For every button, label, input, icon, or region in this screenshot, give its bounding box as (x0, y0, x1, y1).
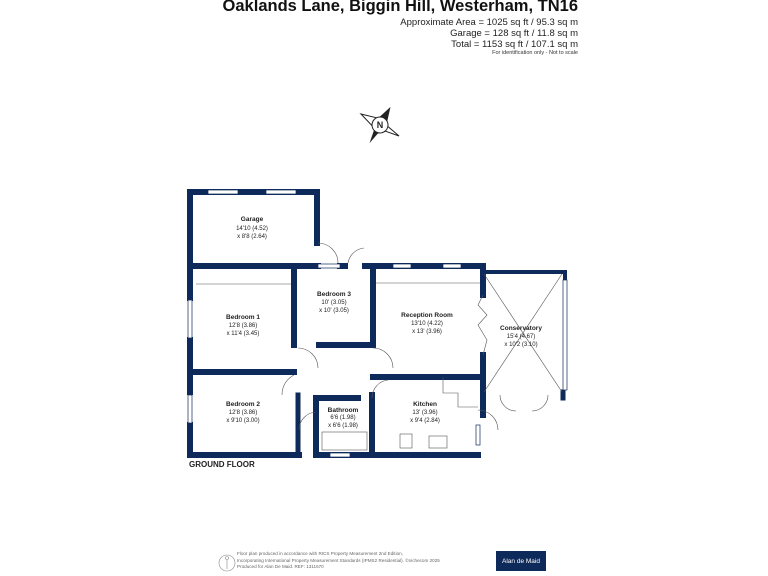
svg-text:13'10 (4.22): 13'10 (4.22) (411, 321, 443, 327)
room-name: Bathroom (328, 407, 359, 414)
total-area: Total = 1153 sq ft / 107.1 sq m (451, 39, 578, 50)
approx-area: Approximate Area = 1025 sq ft / 95.3 sq … (400, 17, 578, 28)
svg-text:x 9'4 (2.84): x 9'4 (2.84) (410, 418, 440, 424)
room-name: Conservatory (500, 325, 542, 332)
svg-text:12'8 (3.86): 12'8 (3.86) (229, 410, 258, 416)
svg-text:x 11'4 (3.45): x 11'4 (3.45) (227, 331, 260, 337)
svg-text:12'8 (3.86): 12'8 (3.86) (229, 323, 258, 329)
footer-text: Floor plan produced in accordance with R… (237, 551, 440, 569)
room-labels: Garage 14'10 (4.52) x 8'8 (2.64) Bedroom… (226, 216, 542, 429)
scale-note: For identification only - Not to scale (492, 50, 578, 56)
person-icon (218, 554, 236, 572)
svg-text:10' (3.05): 10' (3.05) (321, 300, 346, 306)
room-name: Bedroom 2 (226, 401, 260, 408)
room-name: Bedroom 1 (226, 314, 260, 321)
svg-text:14'10 (4.52): 14'10 (4.52) (236, 226, 268, 232)
svg-text:13' (3.96): 13' (3.96) (412, 410, 437, 416)
svg-text:x 10'2 (3.10): x 10'2 (3.10) (504, 342, 537, 348)
room-name: Garage (241, 216, 264, 223)
windows (187, 189, 568, 458)
agent-logo: Alan de Maid (496, 551, 546, 571)
compass-icon: N (359, 106, 400, 144)
svg-text:x 6'6 (1.98): x 6'6 (1.98) (328, 423, 358, 429)
svg-text:x 10' (3.05): x 10' (3.05) (319, 308, 349, 314)
room-name: Kitchen (413, 401, 437, 408)
compass-north-label: N (377, 120, 384, 130)
fixtures (196, 242, 563, 451)
floor-label: GROUND FLOOR (189, 460, 255, 469)
garage-area: Garage = 128 sq ft / 11.8 sq m (450, 28, 578, 39)
svg-text:x 8'8 (2.64): x 8'8 (2.64) (237, 234, 267, 240)
svg-text:6'6 (1.98): 6'6 (1.98) (330, 415, 355, 421)
property-title: Oaklands Lane, Biggin Hill, Westerham, T… (222, 0, 578, 15)
walls (187, 189, 567, 458)
svg-text:x 13' (3.96): x 13' (3.96) (412, 329, 442, 335)
room-name: Reception Room (401, 312, 453, 319)
room-name: Bedroom 3 (317, 291, 351, 298)
svg-text:x 9'10 (3.00): x 9'10 (3.00) (226, 418, 259, 424)
svg-text:15'4 (4.67): 15'4 (4.67) (507, 334, 536, 340)
